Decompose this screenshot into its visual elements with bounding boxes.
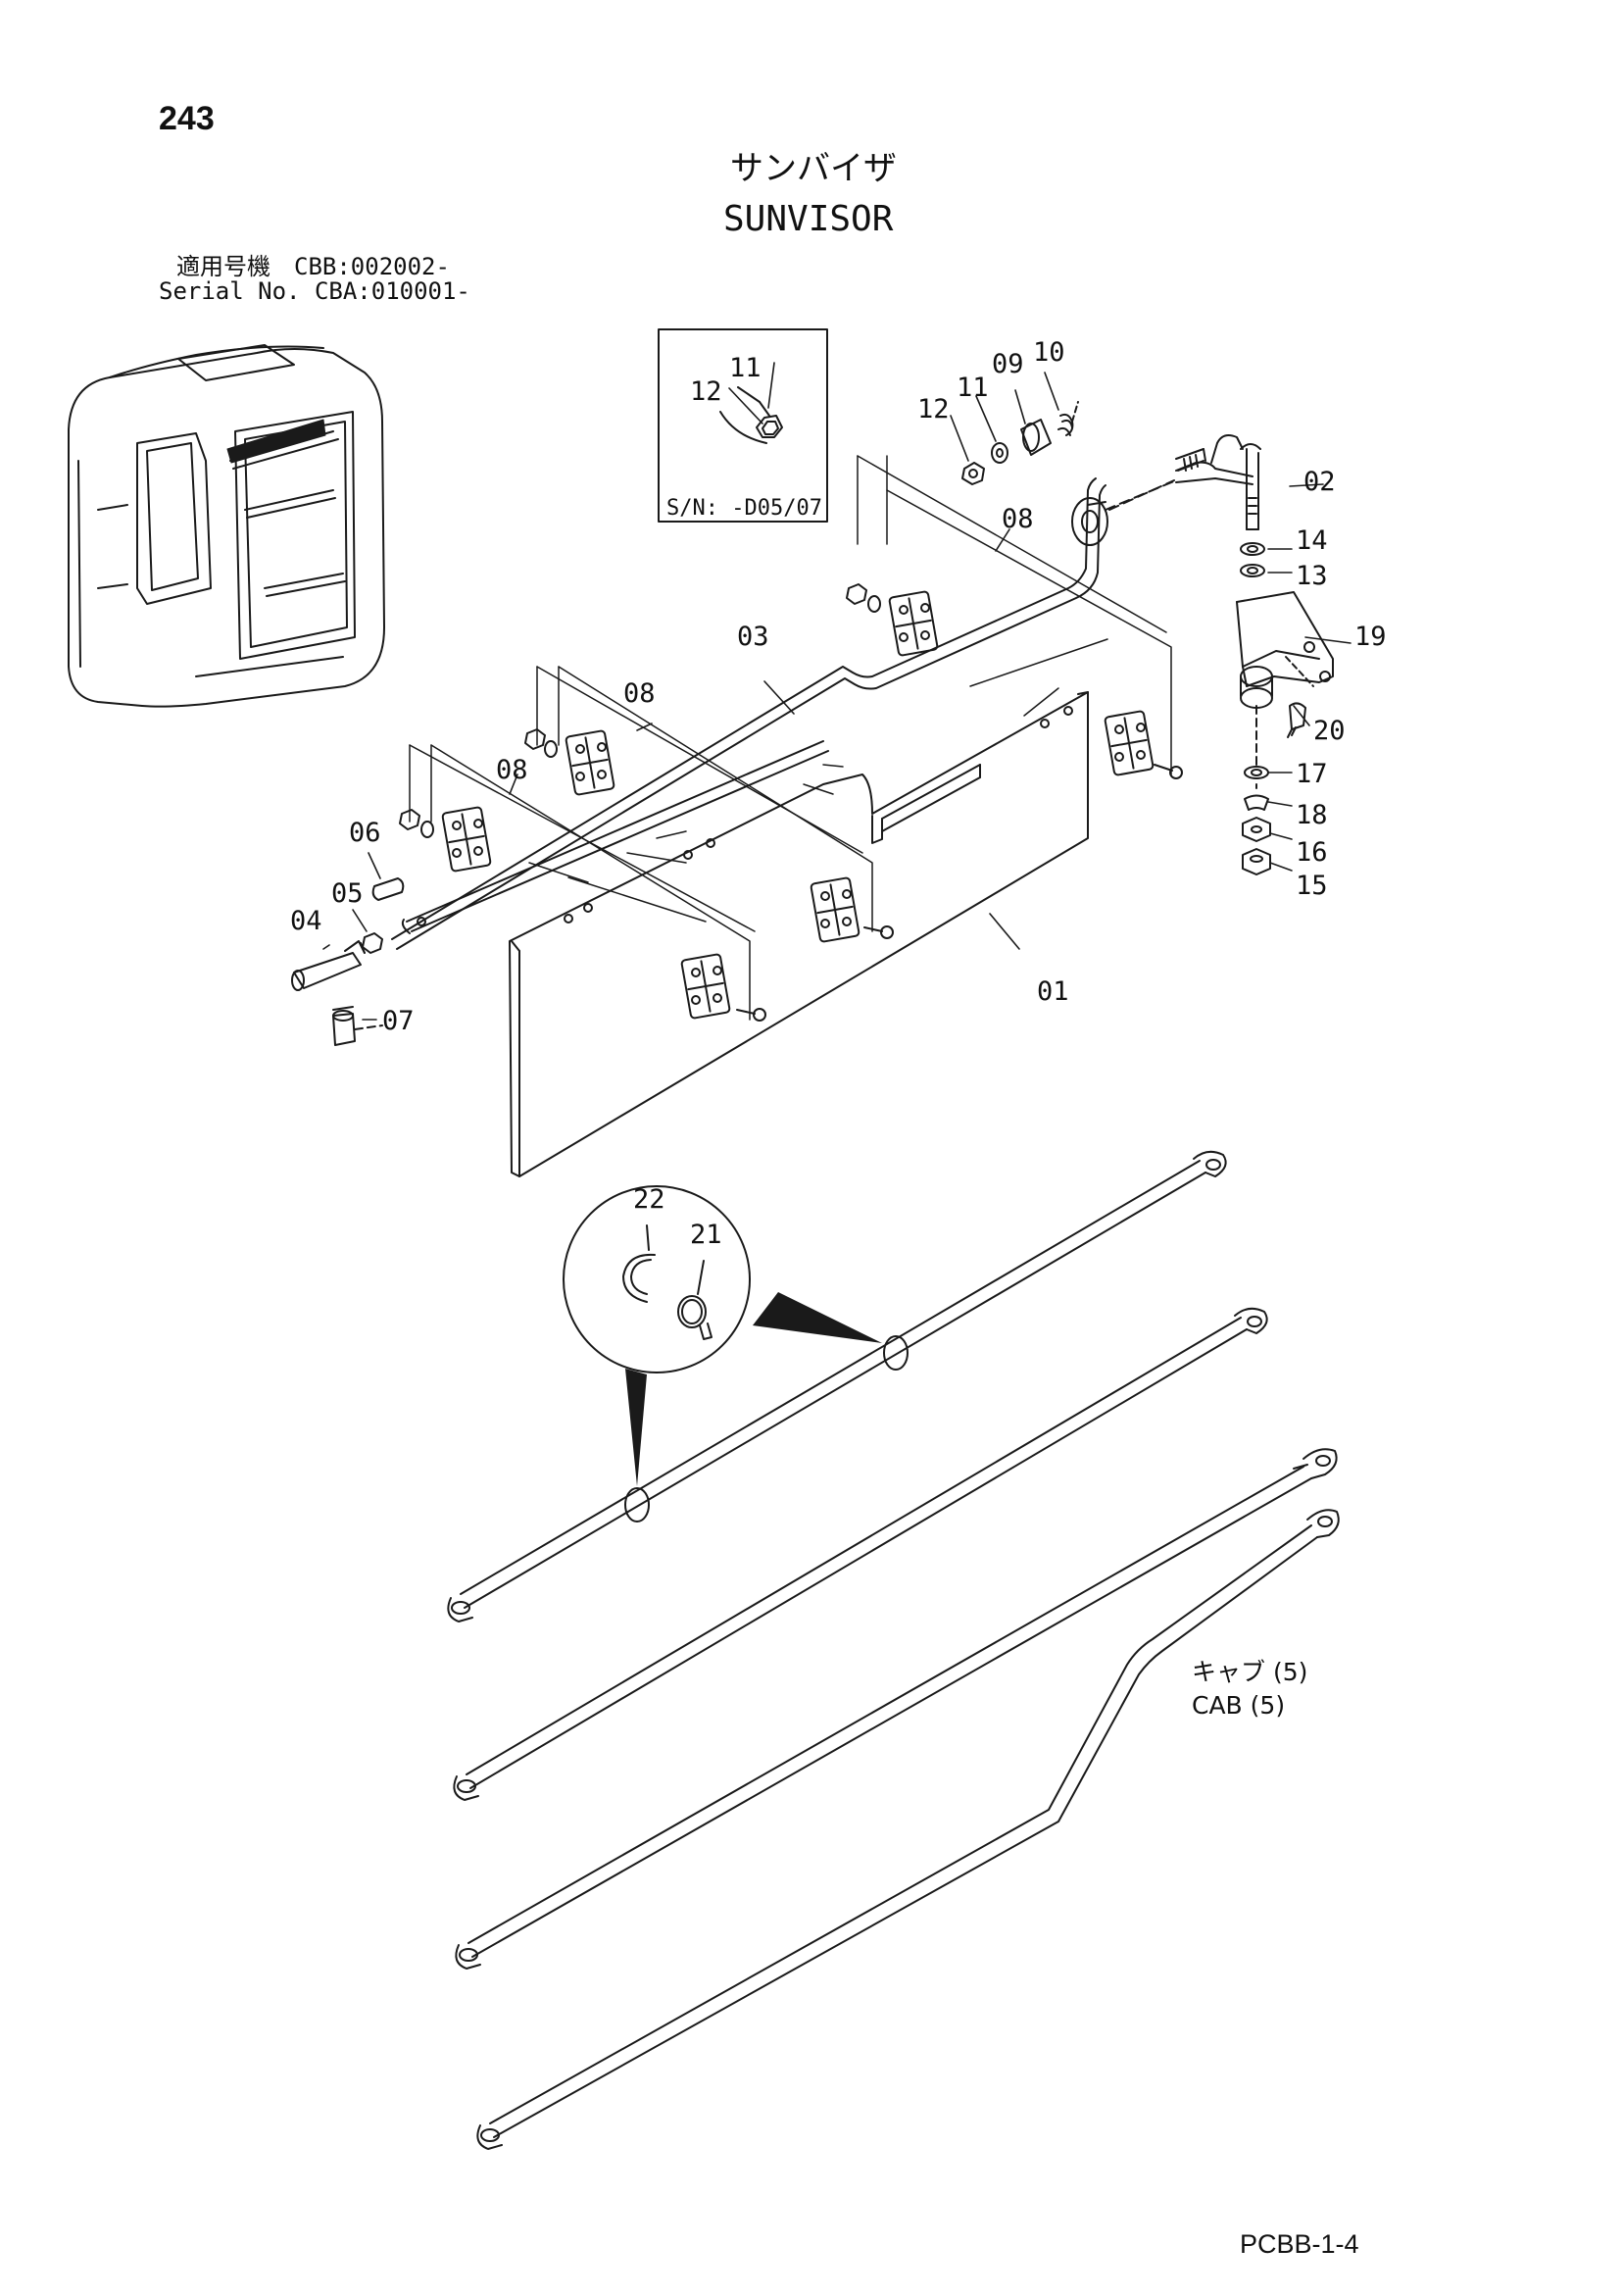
cab-strut-3	[456, 1449, 1336, 1969]
inset-serial-label: S/N: -D05/07	[666, 496, 822, 521]
detail-magnifier	[564, 1186, 882, 1486]
hinge-lower-mid-right	[811, 877, 860, 942]
callout-01: 01	[1037, 976, 1069, 1007]
page-number: 243	[159, 100, 215, 137]
hinge-lower-right	[1105, 711, 1154, 775]
page-title: SUNVISOR	[723, 199, 894, 239]
callout-03: 03	[737, 622, 769, 652]
callout-20: 20	[1313, 716, 1346, 746]
callout-13: 13	[1296, 561, 1328, 591]
bracket-rod-03	[392, 478, 1176, 949]
spring-collar-group	[962, 402, 1078, 484]
callout-leaders	[323, 363, 1351, 1020]
callout-05: 05	[331, 878, 364, 909]
cab-strut-2	[454, 1309, 1266, 1800]
callout-16: 16	[1296, 837, 1328, 868]
title-japanese: サンバイザ	[730, 149, 897, 188]
sunvisor-panel-01	[510, 692, 1088, 1176]
callout-12-inset: 12	[690, 376, 722, 407]
hinge-lower-mid-left	[681, 954, 730, 1019]
hinge-lower-left	[442, 807, 491, 872]
hinge-fasteners	[400, 584, 1182, 1021]
l-bolt-02	[1109, 449, 1205, 510]
callout-08-middle: 08	[623, 678, 656, 709]
callout-17: 17	[1296, 759, 1328, 789]
inset-box-early-serial	[659, 329, 827, 522]
cab-reference-en: CAB (5)	[1192, 1691, 1286, 1720]
callout-07: 07	[382, 1006, 415, 1036]
footer-page-code: PCBB-1-4	[1240, 2229, 1359, 2259]
pivot-rod	[403, 741, 828, 933]
callout-11-inset: 11	[729, 353, 762, 383]
cab-reference-jp: キャブ (5)	[1192, 1658, 1308, 1686]
bracket-19-stack	[1176, 435, 1333, 874]
callout-09: 09	[992, 349, 1024, 379]
callout-08-top: 08	[1002, 504, 1034, 534]
cab-thumbnail	[69, 345, 384, 707]
callout-22: 22	[633, 1184, 665, 1215]
callout-08-left: 08	[496, 755, 528, 785]
callout-14: 14	[1296, 525, 1328, 556]
callout-18: 18	[1296, 800, 1328, 830]
callout-15: 15	[1296, 871, 1328, 901]
hinge-upper-left	[565, 730, 614, 795]
callout-19: 19	[1354, 622, 1387, 652]
alignment-lines	[410, 456, 1171, 1020]
callout-06: 06	[349, 818, 381, 848]
hinge-upper-right	[889, 591, 938, 656]
serial-applicability-jp: 適用号機 CBB:002002-	[176, 253, 450, 280]
callout-11: 11	[957, 373, 989, 403]
cab-strut-1	[448, 1152, 1225, 1622]
pin-assembly	[292, 878, 403, 1045]
callout-10: 10	[1033, 337, 1065, 368]
callout-12: 12	[917, 394, 950, 424]
callout-21: 21	[690, 1220, 722, 1250]
callout-02: 02	[1303, 467, 1336, 497]
callout-04: 04	[290, 906, 322, 936]
serial-applicability-en: Serial No. CBA:010001-	[159, 277, 470, 305]
cab-strut-4	[477, 1510, 1338, 2149]
